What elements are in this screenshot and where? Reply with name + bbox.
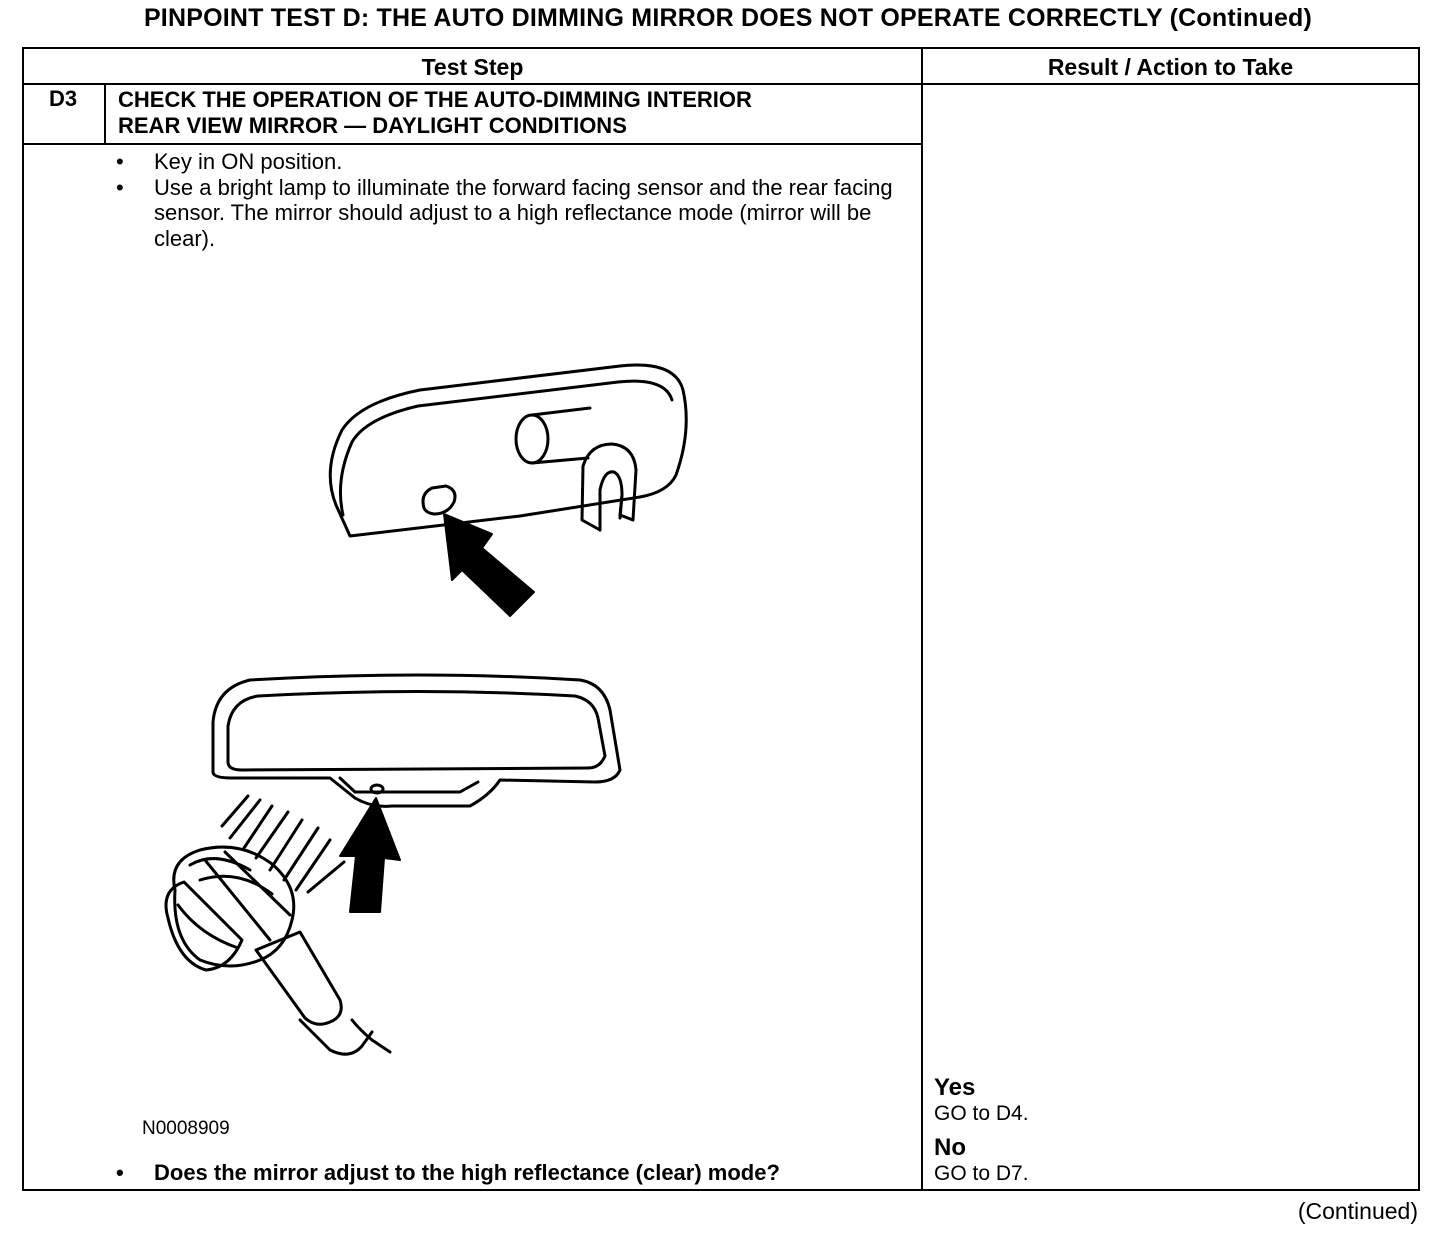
figure-id: N0008909 — [142, 1118, 230, 1139]
work-lamp-icon — [164, 794, 392, 1056]
arrow-icon — [339, 797, 401, 913]
result-yes-action: GO to D4. — [934, 1102, 1029, 1125]
step-title: CHECK THE OPERATION OF THE AUTO-DIMMING … — [118, 87, 908, 139]
step-title-line-2: REAR VIEW MIRROR — DAYLIGHT CONDITIONS — [118, 113, 627, 138]
step-id-divider — [104, 85, 106, 145]
bullet-icon: • — [116, 149, 124, 174]
bullet-icon: • — [116, 1160, 124, 1185]
step-title-line-1: CHECK THE OPERATION OF THE AUTO-DIMMING … — [118, 87, 752, 112]
pinpoint-test-table: Test Step Result / Action to Take — [22, 47, 1420, 1191]
instruction-text: Use a bright lamp to illuminate the forw… — [154, 174, 893, 251]
rear-view-mirror-back-icon — [328, 363, 688, 538]
instruction-text: Key in ON position. — [154, 149, 343, 174]
step-instructions: • Key in ON position. • Use a bright lam… — [116, 149, 896, 251]
header-divider — [24, 83, 1418, 85]
column-divider — [921, 49, 923, 1189]
page-title: PINPOINT TEST D: THE AUTO DIMMING MIRROR… — [143, 4, 1313, 32]
header-result-action: Result / Action to Take — [1047, 54, 1294, 80]
instruction-item: • Key in ON position. — [116, 149, 896, 175]
header-test-step: Test Step — [421, 54, 524, 80]
rear-view-mirror-front-icon — [211, 673, 622, 808]
arrow-icon — [443, 513, 535, 617]
bullet-icon: • — [116, 174, 124, 200]
step-id: D3 — [48, 86, 78, 111]
mirror-illustration — [164, 363, 688, 1056]
instruction-item: • Use a bright lamp to illuminate the fo… — [116, 175, 896, 252]
question-text: Does the mirror adjust to the high refle… — [154, 1160, 780, 1185]
step-title-divider — [24, 143, 921, 145]
result-no-label: No — [934, 1134, 966, 1161]
result-no-action: GO to D7. — [934, 1162, 1029, 1185]
result-yes-label: Yes — [934, 1074, 976, 1101]
continued-note: (Continued) — [1297, 1198, 1418, 1224]
